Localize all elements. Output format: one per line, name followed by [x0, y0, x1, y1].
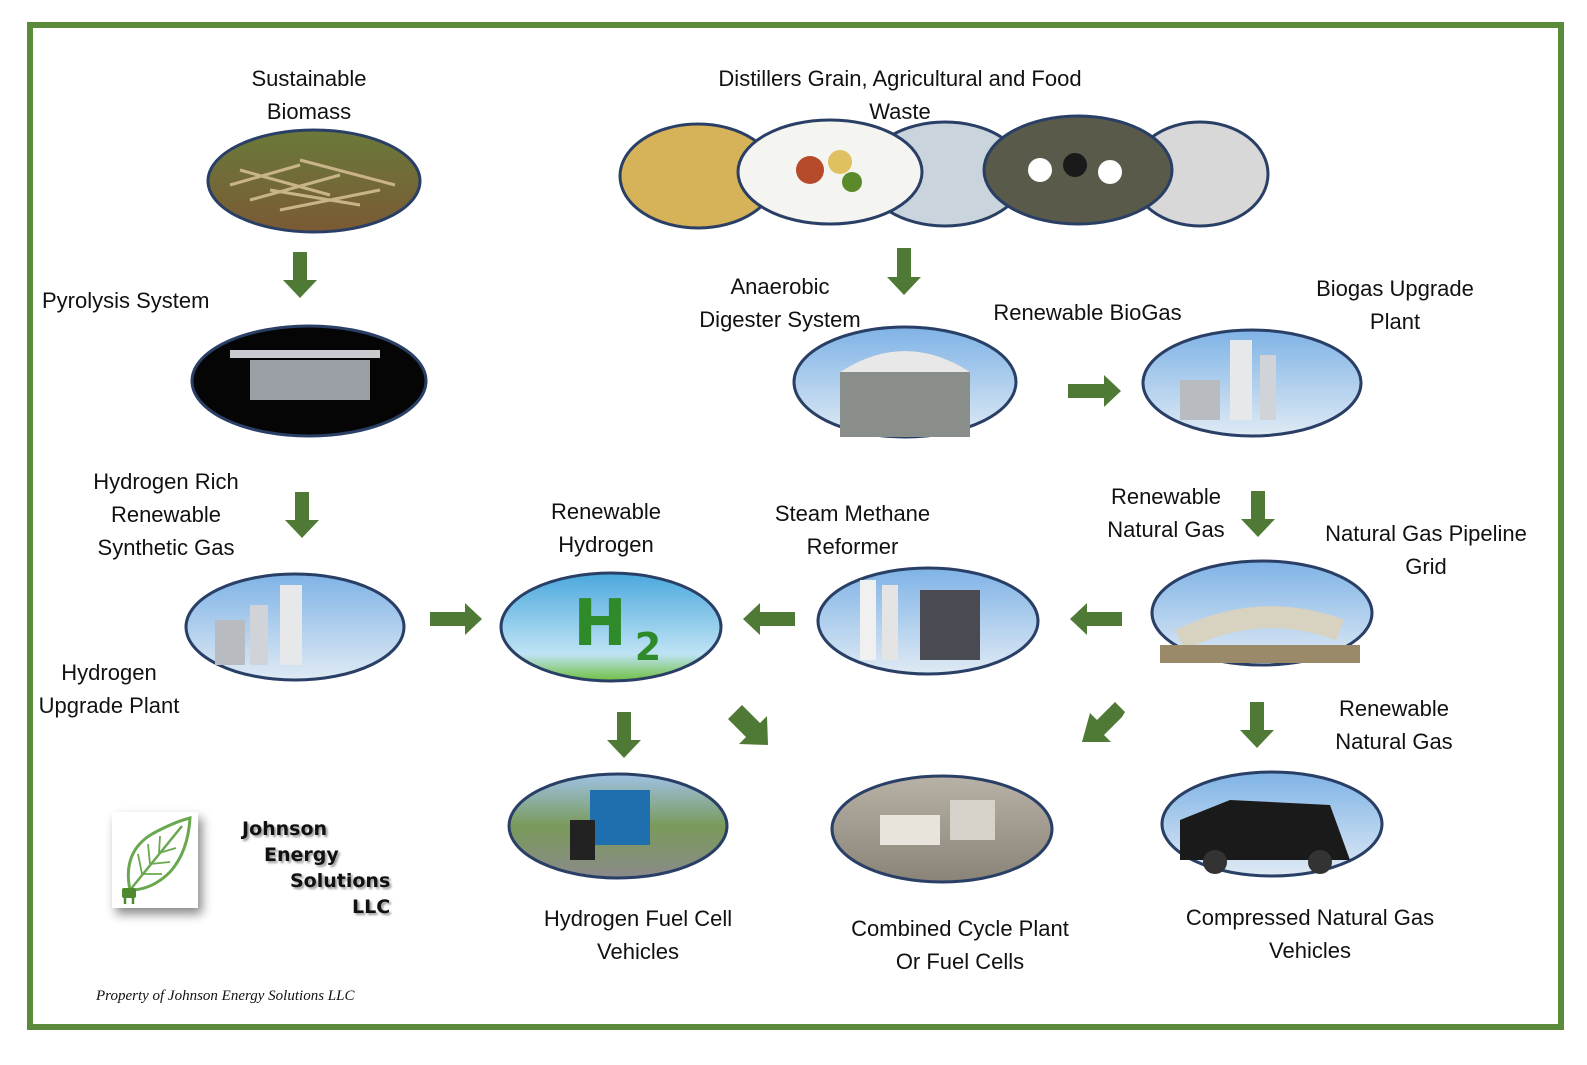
food-shape: [796, 156, 824, 184]
tank-shape: [1180, 380, 1220, 420]
node-sustainable-biomass: [206, 128, 422, 234]
label-renewable-natural-gas-upper: Renewable Natural Gas: [1107, 484, 1225, 542]
building-shape: [880, 815, 940, 845]
label-renewable-hydrogen: Renewable Hydrogen: [550, 499, 662, 557]
arrow-smr-to-hydrogen: [743, 603, 795, 635]
digester-cap-shape: [840, 351, 970, 372]
label-steam-methane-reformer: Steam Methane Reformer: [774, 501, 931, 559]
arrow-pyrolysis-to-h2-upgrade: [285, 492, 319, 538]
node-anaerobic-digester: [792, 325, 1018, 439]
wheel-shape: [1308, 850, 1332, 874]
label-combined-cycle-plant: Combined Cycle Plant Or Fuel Cells: [851, 916, 1069, 974]
label-biogas-upgrade-plant: Biogas Upgrade Plant: [1316, 276, 1474, 334]
tank-shape: [215, 620, 245, 665]
tank-shape: [1260, 355, 1276, 420]
node-biogas-upgrade-plant: [1141, 328, 1363, 438]
node-hydrogen-fuel-cell-vehicles: [507, 772, 729, 880]
logo-text-line3: Solutions: [290, 870, 391, 892]
node-pyrolysis-system: [190, 324, 428, 438]
tank-shape: [280, 585, 302, 665]
label-hydrogen-fuel-cell-vehicles: Hydrogen Fuel Cell Vehicles: [543, 906, 733, 964]
tank-shape: [250, 605, 268, 665]
food-shape: [842, 172, 862, 192]
cow-shape: [1063, 153, 1087, 177]
logo-text-line1: Johnson: [242, 818, 328, 840]
machine-shape: [250, 360, 370, 400]
tank-shape: [1230, 340, 1252, 420]
node-hydrogen-upgrade-plant: [184, 572, 406, 682]
h2-symbol: H: [573, 587, 627, 661]
building-shape: [950, 800, 995, 840]
branches-shape: [229, 158, 396, 212]
machine-shape: [230, 350, 380, 358]
label-hydrogen-upgrade-plant: Hydrogen Upgrade Plant: [38, 660, 180, 718]
wheel-shape: [1203, 850, 1227, 874]
copyright-footer: Property of Johnson Energy Solutions LLC: [96, 988, 355, 1004]
arrow-digester-to-upgrade: [1068, 375, 1121, 407]
arrow-biogas-upgrade-to-rng: [1241, 491, 1275, 537]
truck-shape: [590, 790, 650, 845]
label-hydrogen-rich-syngas: Hydrogen Rich Renewable Synthetic Gas: [93, 469, 239, 560]
tower-shape: [860, 580, 876, 660]
arrow-biomass-to-pyrolysis: [283, 252, 317, 298]
h2-subscript: 2: [635, 625, 661, 669]
pipe-shape: [1175, 606, 1344, 650]
arrow-pipeline-to-ccp: [1082, 702, 1125, 742]
diagram-frame: [27, 22, 1564, 1030]
label-renewable-natural-gas-lower: Renewable Natural Gas: [1335, 696, 1453, 754]
label-anaerobic-digester: Anaerobic Digester System: [699, 274, 861, 332]
arrow-h2-upgrade-to-hydrogen: [430, 603, 482, 635]
label-pyrolysis-system: Pyrolysis System: [42, 288, 210, 313]
truck-shape: [1180, 800, 1350, 860]
node-steam-methane-reformer: [816, 566, 1040, 676]
leaf-plug-icon: [122, 816, 192, 904]
cow-shape: [1028, 158, 1052, 182]
arrow-pipeline-to-smr: [1070, 603, 1122, 635]
structure-shape: [920, 590, 980, 660]
arrow-feedstock-to-digester: [887, 248, 921, 295]
arrow-pipeline-to-cng: [1240, 702, 1274, 748]
label-renewable-biogas: Renewable BioGas: [993, 300, 1182, 325]
company-logo: [112, 812, 198, 908]
tower-shape: [882, 585, 898, 660]
logo-text-line2: Energy: [264, 844, 339, 866]
arrow-hydrogen-to-ccp: [728, 705, 768, 745]
node-feedstock-collage: [618, 114, 1270, 230]
label-sustainable-biomass: Sustainable Biomass: [251, 66, 367, 124]
food-shape: [828, 150, 852, 174]
label-distillers-grain: Distillers Grain, Agricultural and Food …: [718, 66, 1082, 124]
node-combined-cycle-plant: [830, 774, 1054, 884]
label-compressed-natural-gas-vehicles: Compressed Natural Gas Vehicles: [1185, 905, 1435, 963]
node-cng-vehicles: [1160, 770, 1384, 878]
node-renewable-hydrogen: H 2: [499, 571, 723, 683]
truck-cab-shape: [570, 820, 595, 860]
ground-shape: [1160, 645, 1360, 663]
digester-dome-shape: [840, 351, 970, 437]
label-natural-gas-pipeline-grid: Natural Gas Pipeline Grid: [1325, 521, 1527, 579]
logo-text-line4: LLC: [352, 896, 391, 918]
arrow-hydrogen-to-fcv: [607, 712, 641, 758]
node-natural-gas-pipeline: [1150, 559, 1374, 667]
cow-shape: [1098, 160, 1122, 184]
